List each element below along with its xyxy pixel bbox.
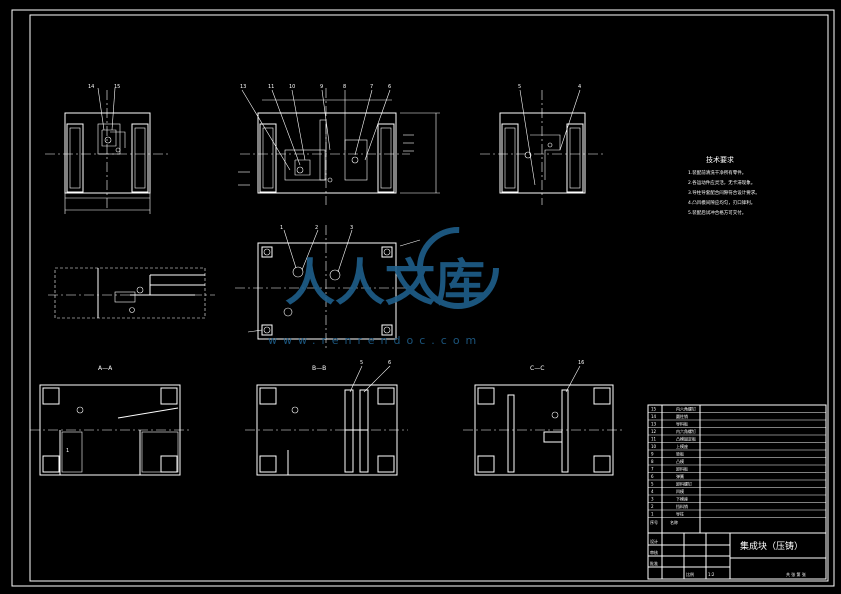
tb-sheet: 共 张 第 张 [786,571,806,577]
bom-row-name: 下模座 [676,496,688,502]
bom-row-no: 8 [651,459,654,464]
section-a-part-no: 1 [66,448,69,454]
section-label-b: B—B [312,365,326,372]
callout-tm-5: 8 [343,84,346,90]
callout-tm-6: 7 [370,84,373,90]
tb-label-3: 批准 [650,560,658,566]
bom-row-name: 卸料螺钉 [676,481,692,487]
watermark: 人人文库 www.renrendoc.com [268,227,499,347]
bom-row-no: 11 [651,437,657,442]
callout-tm-7: 6 [388,84,391,90]
section-b [245,365,408,476]
view-top-right [480,89,605,205]
callout-sb-2: 6 [388,360,391,366]
bom-row-no: 13 [651,422,657,427]
callout-tl-1: 14 [88,84,94,90]
bom-row-name: 导柱 [676,511,684,517]
bom-table [647,404,827,534]
bom-row-name: 上模座 [676,443,688,449]
bom-row-name: 圆柱销 [676,413,688,419]
section-c [463,365,625,476]
bom-row-name: 导料板 [676,421,688,427]
callout-tl-2: 15 [114,84,120,90]
callout-tm-2: 11 [268,84,274,90]
bom-row-no: 1 [651,512,654,517]
bom-row-name: 挡料销 [676,503,688,509]
view-top-left [45,87,170,214]
bom-row-no: 4 [651,489,654,494]
bom-row-no: 2 [651,504,654,509]
title-block-title: 集成块（压铸） [740,540,803,552]
inner-border [29,14,829,582]
bom-row-name: 凹模 [676,488,684,494]
callout-tm-3: 10 [289,84,295,90]
tb-label-4: 比例 [686,571,694,577]
callout-tm-1: 13 [240,84,246,90]
view-side [48,267,215,319]
callout-sc-1: 16 [578,360,584,366]
tech-req-title: 技术要求 [706,155,734,164]
section-label-c: C—C [530,365,544,372]
bom-row-no: 14 [651,414,657,419]
section-a [30,384,192,476]
view-top-middle [238,88,440,205]
tech-req-item-5: 5.装配后试冲合格方可交付。 [688,209,746,216]
tb-label-1: 设计 [650,538,658,544]
bom-row-no: 6 [651,474,654,479]
tech-req-item-3: 3.导柱导套配合间隙符合设计要求。 [688,189,760,196]
bom-row-name: 凸模固定板 [676,436,696,442]
section-label-a: A—A [98,365,113,372]
watermark-brand: 人人文库 [285,254,485,312]
bom-row-name: 内六角螺钉 [676,406,696,412]
watermark-url: www.renrendoc.com [268,334,482,347]
tech-req-item-1: 1.装配前清洗干净所有零件。 [688,169,746,176]
bom-row-no: 3 [651,497,654,502]
bom-row-no: 7 [651,467,654,472]
bom-row-name: 凸模 [676,458,684,464]
callout-plan-3: 3 [350,225,353,231]
bom-row-name: 垫板 [676,451,684,457]
bom-row-no: 12 [651,429,657,434]
bom-row-name: 卸料板 [676,466,688,472]
bom-row-name: 内六角螺钉 [676,428,696,434]
view-plan [235,225,421,350]
bom-header-no: 序号 [650,519,658,525]
callout-plan-2: 2 [315,225,318,231]
watermark-ring [417,227,499,309]
callout-tr-2: 4 [578,84,581,90]
tb-value-4: 1:2 [708,572,715,577]
tech-req-item-2: 2.各运动件应灵活，无卡滞现象。 [688,179,755,186]
callout-tm-4: 9 [320,84,323,90]
tb-label-2: 审核 [650,549,658,555]
outer-border [11,9,835,587]
title-block [647,532,827,580]
bom-row-no: 10 [651,444,657,449]
bom-row-name: 弹簧 [676,473,684,479]
tech-req-item-4: 4.凸凹模间隙应均匀，刃口锋利。 [688,199,755,206]
callout-sb-1: 5 [360,360,363,366]
bom-row-no: 15 [651,407,657,412]
bom-row-no: 5 [651,482,654,487]
bom-row-no: 9 [651,452,654,457]
callout-tr-1: 5 [518,84,521,90]
callout-plan-1: 1 [280,225,283,231]
bom-header-name: 名称 [670,519,678,525]
